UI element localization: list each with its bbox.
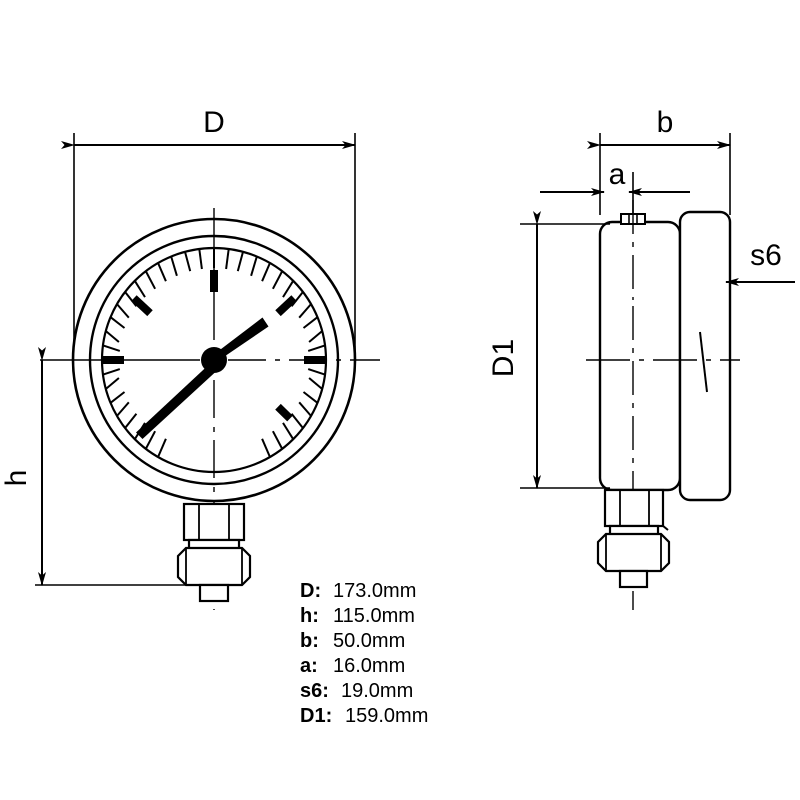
dimension-label-d: D (203, 106, 225, 139)
spec-key-1: h: (300, 605, 319, 627)
side-bezel-ring (678, 210, 732, 502)
spec-value-2: 50.0mm (333, 630, 405, 652)
connection-neck (182, 502, 246, 542)
dimension-label-d1: D1 (487, 339, 520, 377)
d-extension-lines (73, 133, 356, 365)
spec-value-4: 19.0mm (341, 680, 413, 702)
dimension-label-s6: s6 (750, 239, 782, 272)
dimension-d1 (520, 211, 610, 489)
front-view: D (0, 106, 380, 610)
gauge-needle (136, 317, 269, 439)
thread-stub (198, 583, 230, 603)
spec-row-1: h: 115.0mm (300, 605, 415, 627)
needle-hub (201, 347, 227, 373)
side-view: b a D1 s6 (487, 106, 795, 610)
spec-key-5: D1: (300, 705, 332, 727)
spec-value-5: 159.0mm (345, 705, 428, 727)
spec-row-4: s6: 19.0mm (300, 680, 413, 702)
spec-key-4: s6: (300, 680, 329, 702)
dimension-label-h: h (0, 470, 33, 487)
dimension-label-b: b (657, 106, 674, 139)
process-connection (176, 502, 252, 603)
side-case-body (598, 220, 682, 492)
hex-nut (176, 546, 252, 587)
spec-value-3: 16.0mm (333, 655, 405, 677)
spec-key-0: D: (300, 580, 321, 602)
dimension-label-a: a (609, 158, 626, 191)
spec-row-0: D: 173.0mm (300, 580, 416, 602)
spec-row-5: D1: 159.0mm (300, 705, 428, 727)
spec-value-0: 173.0mm (333, 580, 416, 602)
spec-row-2: b: 50.0mm (300, 630, 405, 652)
side-process-connection (596, 488, 671, 589)
spec-key-3: a: (300, 655, 318, 677)
spec-key-2: b: (300, 630, 319, 652)
dimension-h (35, 347, 240, 586)
spec-value-1: 115.0mm (333, 605, 415, 627)
specification-list: D: 173.0mm h: 115.0mm b: 50.0mm a: 16.0m… (300, 580, 428, 727)
spec-row-3: a: 16.0mm (300, 655, 405, 677)
